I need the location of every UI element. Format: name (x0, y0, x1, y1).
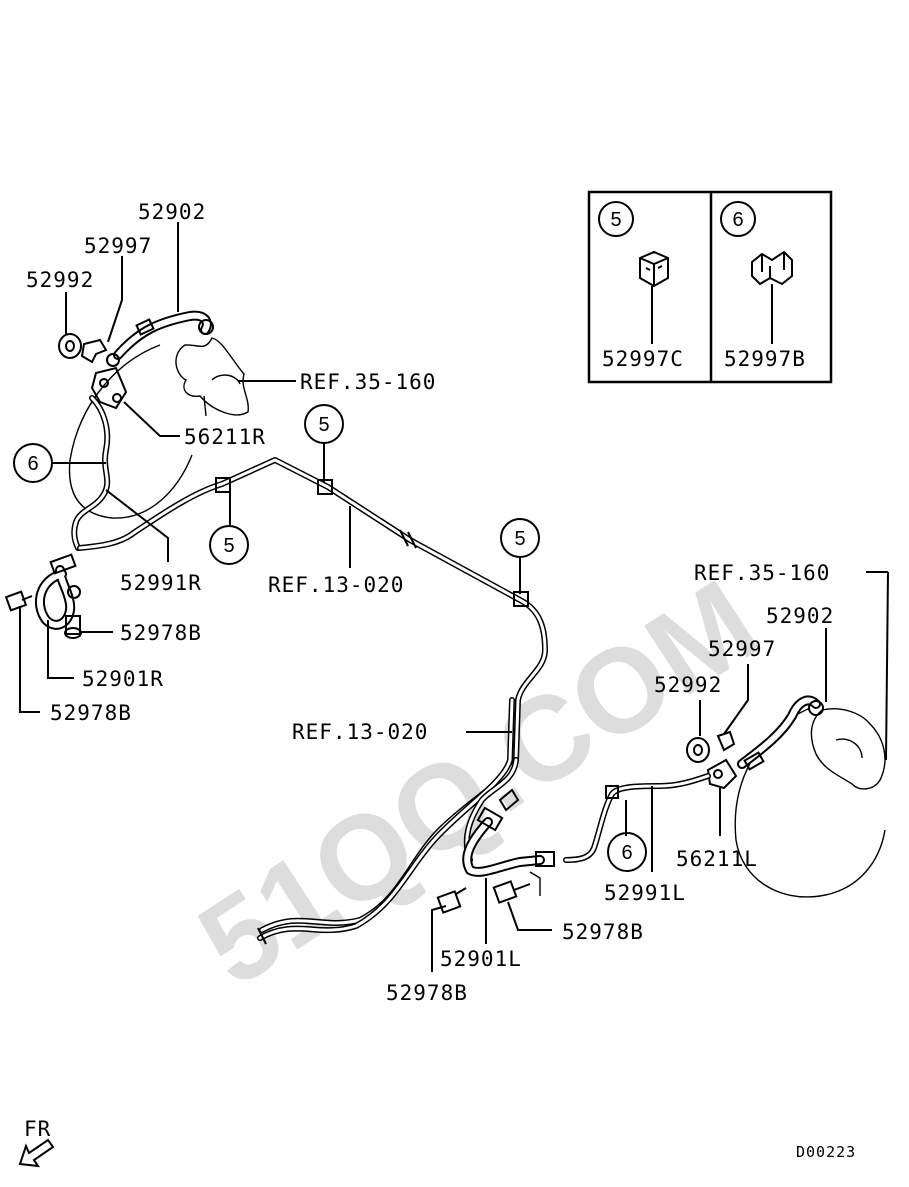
right-nut-52992 (686, 737, 710, 763)
label-left-52997: 52997 (84, 234, 152, 258)
left-flex-hose-52901r (34, 553, 81, 630)
right-assembly (436, 695, 886, 914)
orientation-label: FR (24, 1117, 51, 1141)
circle-5-b: 5 (318, 414, 329, 436)
inset-circle-6: 6 (732, 209, 743, 231)
left-caliper-outline (175, 337, 249, 416)
label-right-ref35: REF.35-160 (694, 561, 830, 585)
circle-5-a: 5 (223, 535, 234, 557)
label-right-52997: 52997 (708, 637, 776, 661)
circle-6-left: 6 (27, 453, 38, 475)
label-left-56211r: 56211R (184, 425, 266, 449)
circled-refs: 6 5 5 5 6 (13, 404, 647, 872)
left-brake-hose-upper (106, 310, 214, 367)
inset-part-52997b: 52997B (724, 347, 806, 371)
main-brake-pipes (77, 457, 548, 945)
inset-clip-52997c (639, 250, 669, 288)
right-clip-52997 (716, 730, 736, 752)
label-left-52978b-b: 52978B (50, 701, 132, 725)
right-flex-hose-52901l (462, 806, 555, 877)
label-left-52901r: 52901R (82, 667, 164, 691)
circle-5-c: 5 (514, 528, 525, 550)
circle-6-right: 6 (621, 842, 632, 864)
right-hose-bracket (706, 758, 738, 790)
callout-labels: 52902 52997 52992 REF.35-160 56211R 5299… (26, 200, 834, 1005)
label-left-52902: 52902 (138, 200, 206, 224)
inset-box: 5 6 52997C 52997B (587, 190, 833, 384)
left-bolt-52978b-b (4, 590, 33, 612)
label-left-52992: 52992 (26, 268, 94, 292)
label-right-52901l: 52901L (440, 947, 522, 971)
label-left-52991r: 52991R (120, 571, 202, 595)
right-caliper-outline (810, 708, 886, 790)
label-right-52978b-a: 52978B (562, 920, 644, 944)
label-right-52902: 52902 (766, 604, 834, 628)
inset-clip-52997b (751, 250, 793, 286)
label-ref13-top: REF.13-020 (268, 573, 404, 597)
pipe-clip-a (215, 477, 231, 493)
label-right-52991l: 52991L (604, 881, 686, 905)
leader-lines (19, 222, 889, 972)
right-brake-pipe-52991l (563, 773, 711, 863)
left-backing-plate-arc (68, 344, 193, 519)
right-bolt-52978b-b (436, 887, 467, 914)
left-clip-52997 (80, 338, 108, 364)
right-brake-hose-upper (737, 695, 824, 771)
label-left-ref35: REF.35-160 (300, 370, 436, 394)
orientation-indicator: FR (18, 1117, 55, 1168)
label-ref13-mid: REF.13-020 (292, 720, 428, 744)
left-nut-52992 (58, 333, 82, 359)
inset-part-52997c: 52997C (602, 347, 684, 371)
inset-circle-5: 5 (610, 209, 621, 231)
label-left-52978b-a: 52978B (120, 621, 202, 645)
front-arrow-icon (18, 1138, 55, 1168)
label-right-52992: 52992 (654, 673, 722, 697)
left-assembly (4, 310, 249, 639)
left-hose-bracket (90, 366, 128, 410)
label-right-56211l: 56211L (676, 847, 758, 871)
label-right-52978b-b: 52978B (386, 981, 468, 1005)
left-brake-pipe-52991r (71, 395, 111, 551)
right-bolt-52978b-a (492, 871, 541, 904)
diagram-code: D00223 (796, 1143, 856, 1161)
